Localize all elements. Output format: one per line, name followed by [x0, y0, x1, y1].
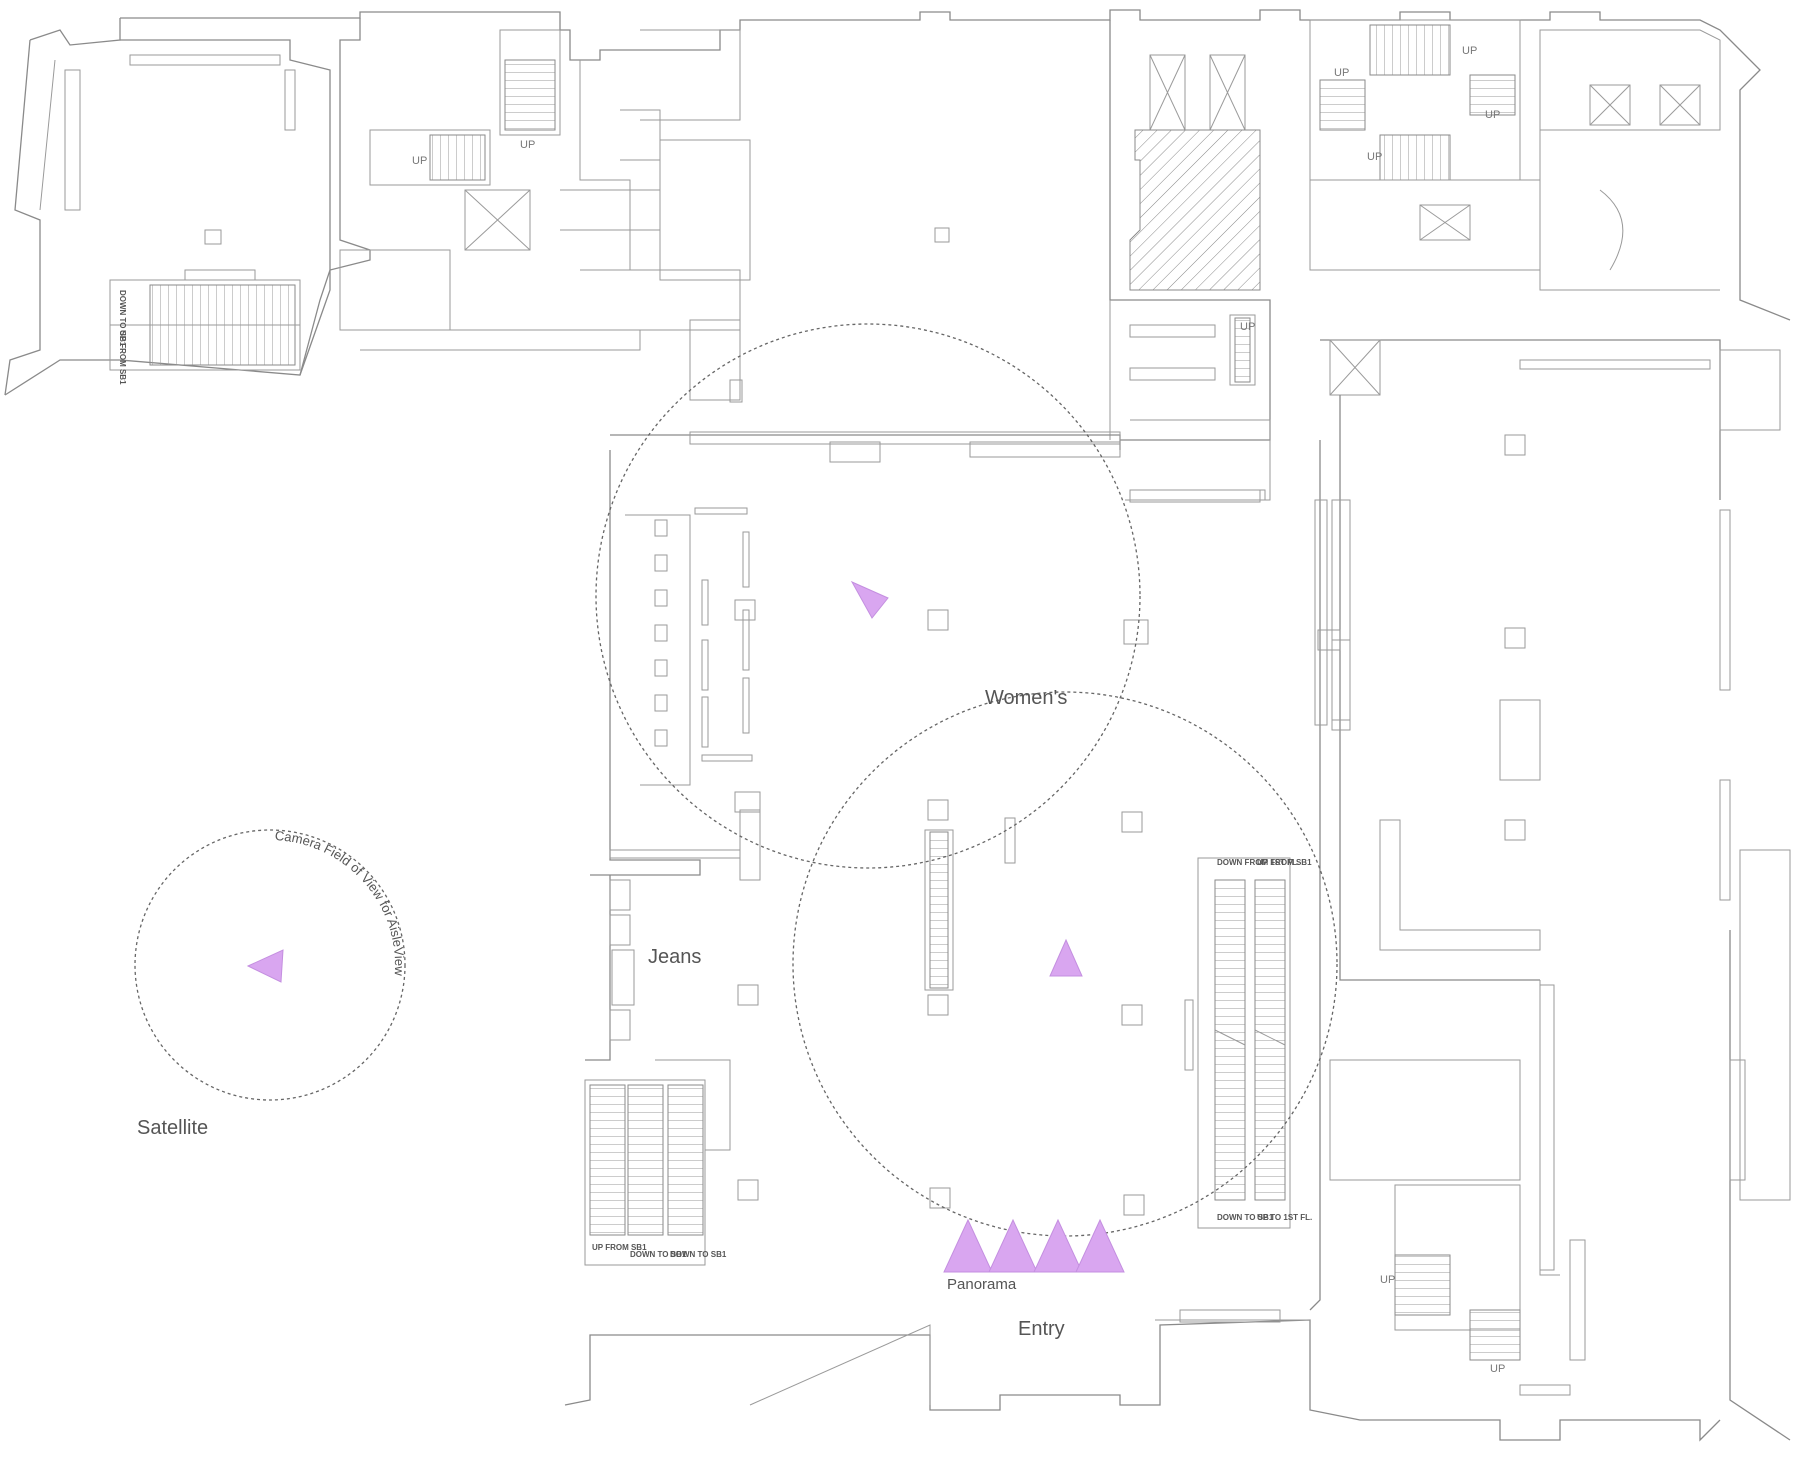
main-floor [584, 227, 1291, 1266]
satellite-label: Satellite [137, 1117, 208, 1139]
escalator-label-cb-down: DOWN TO SB1 [1217, 1213, 1274, 1222]
shelf-row-top-right [1519, 359, 1711, 370]
svg-text:UP: UP [412, 155, 427, 167]
escalator-label-bl-down1: DOWN TO SB1 [630, 1250, 687, 1259]
right-wing [1309, 395, 1791, 1441]
fov-circle-satellite [134, 829, 406, 1101]
escalator-label-bl-down2: DOWN TO SB1 [670, 1250, 727, 1259]
svg-text:UP: UP [1334, 67, 1349, 79]
svg-text:UP: UP [1380, 1274, 1395, 1286]
camera-marker-satellite [246, 949, 284, 983]
svg-text:UP: UP [520, 139, 535, 151]
womens-label: Women's [985, 687, 1067, 709]
escalator-label-ct-up: UP FROM SB1 [1257, 858, 1312, 867]
camera-marker-womens [850, 580, 889, 619]
fov-circle-womens [595, 323, 1141, 869]
top-left-wing [4, 9, 1791, 403]
escalator-label-bl-up: UP FROM SB1 [592, 1243, 647, 1252]
top-right-wing [1309, 19, 1781, 500]
entry-label: Entry [1018, 1318, 1065, 1340]
svg-text:UP: UP [1367, 151, 1382, 163]
top-center-core [1109, 20, 1271, 501]
camera-marker-center [1049, 938, 1083, 977]
camera-markers [246, 580, 1125, 1273]
svg-text:UP: UP [1485, 109, 1500, 121]
camera-fields-of-view: Camera Field of View for AisleView [134, 323, 1338, 1237]
panorama-label: Panorama [947, 1276, 1017, 1293]
stair-up-marks: UP UP UP UP UP UP UP UP UP [412, 45, 1505, 1375]
svg-text:UP: UP [1240, 321, 1255, 333]
area-labels: Women's Jeans Satellite Panorama Entry [137, 687, 1067, 1340]
jeans-label: Jeans [648, 946, 701, 968]
svg-text:UP: UP [1490, 1363, 1505, 1375]
escalator-label-tl-up: UP FROM SB1 [118, 330, 127, 385]
escalator-label-ct-down: DOWN FROM 1ST FL. [1217, 858, 1299, 867]
camera-fov-label: Camera Field of View for AisleView [274, 828, 407, 977]
escalator-label-cb-up: UP TO 1ST FL. [1257, 1213, 1312, 1222]
svg-text:UP: UP [1462, 45, 1477, 57]
bottom-entry-edge [564, 1309, 1721, 1442]
panorama-markers [943, 1218, 1125, 1273]
escalator-labels: DOWN TO SB1 UP FROM SB1 DOWN FROM 1ST FL… [118, 290, 1312, 1259]
escalator-label-tl-down: DOWN TO SB1 [118, 290, 127, 347]
